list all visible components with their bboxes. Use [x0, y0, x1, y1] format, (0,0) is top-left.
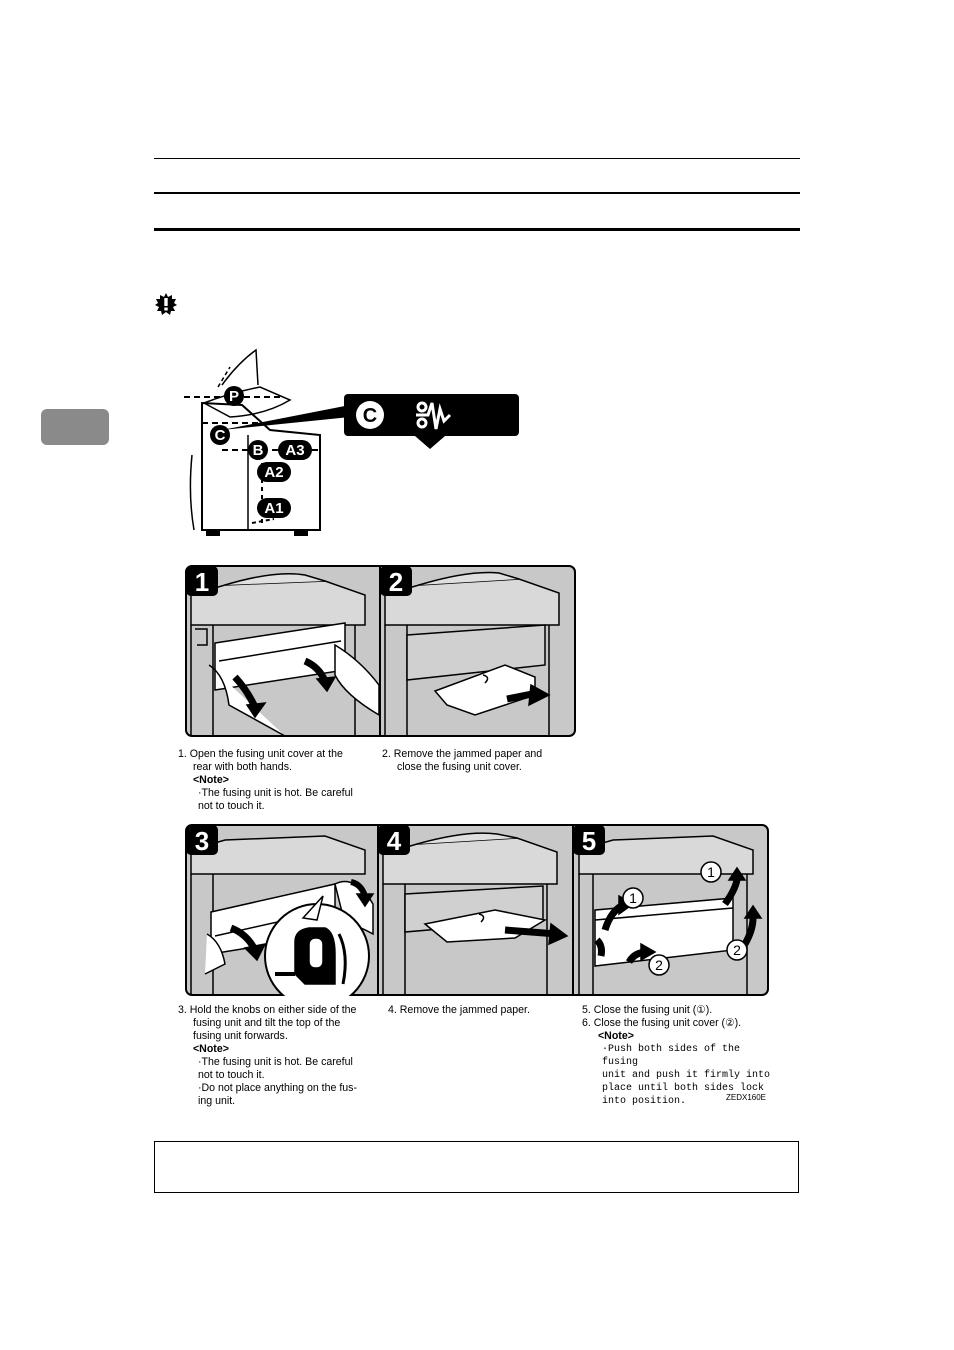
svg-text:5: 5 [582, 826, 596, 856]
caption-step-3-line: fusing unit and tilt the top of the [193, 1017, 341, 1029]
svg-text:1: 1 [629, 890, 637, 906]
caption-step-1-note-label: <Note> [193, 774, 229, 786]
location-label-p: P [224, 386, 244, 406]
caption-step-5-line: 5. Close the fusing unit (①). [582, 1004, 713, 1016]
jam-location-diagram: P C B A3 A2 A1 C [184, 348, 519, 536]
svg-text:B: B [253, 442, 264, 459]
location-label-a1: A1 [257, 498, 291, 518]
chapter-tab [41, 409, 109, 445]
step-5-drawing [578, 835, 763, 995]
caption-step-5-note: place until both sides lock [602, 1083, 765, 1094]
step-1-drawing [190, 573, 380, 737]
caption-step-5-note: unit and push it firmly into [602, 1070, 771, 1081]
header-rule-middle [154, 192, 800, 194]
caption-step-2: 2. Remove the jammed paper and close the… [382, 748, 582, 774]
caption-step-6-line: 6. Close the fusing unit cover (②). [582, 1017, 742, 1029]
header-rule-top [154, 158, 800, 159]
steps-3-5-illustration: 1 1 2 2 3 4 5 [185, 824, 769, 996]
step-5-marker-2: 2 [726, 939, 748, 961]
svg-text:2: 2 [389, 567, 403, 597]
caption-step-3: 3. Hold the knobs on either side of the … [178, 1004, 383, 1108]
caption-step-3-note-label: <Note> [193, 1043, 229, 1055]
caption-step-1-line: 1. Open the fusing unit cover at the [178, 748, 343, 760]
step-4-badge: 4 [378, 825, 410, 856]
caption-step-4: 4. Remove the jammed paper. [388, 1004, 568, 1017]
steps-1-2-illustration: 1 2 [185, 565, 576, 737]
caption-step-1-note: ·The fusing unit is hot. Be careful [198, 787, 353, 799]
caption-step-1: 1. Open the fusing unit cover at the rea… [178, 748, 378, 813]
header-rule-bottom [154, 228, 800, 231]
figure-code: ZEDX160E [726, 1093, 767, 1102]
step-2-badge: 2 [380, 566, 412, 597]
step-4-drawing [382, 832, 569, 995]
step-1-badge: 1 [186, 566, 218, 597]
svg-text:A3: A3 [285, 442, 304, 459]
step-5-marker-1: 1 [622, 887, 644, 909]
important-burst-icon [155, 293, 177, 315]
caption-step-1-note: not to touch it. [198, 800, 265, 812]
svg-text:P: P [229, 388, 239, 405]
svg-text:C: C [363, 405, 377, 427]
fusing-unit-hot-icon [416, 401, 452, 430]
location-label-a3: A3 [278, 440, 312, 460]
caption-step-5-6: 5. Close the fusing unit (①). 6. Close t… [582, 1004, 782, 1108]
step-3-badge: 3 [186, 825, 218, 856]
caption-step-5-note-label: <Note> [598, 1030, 634, 1042]
fusing-unit-callout: C [344, 394, 519, 449]
step-3-drawing [190, 835, 375, 996]
step-5-badge: 5 [573, 825, 605, 856]
reference-box [154, 1141, 799, 1193]
caption-step-2-line: close the fusing unit cover. [397, 761, 522, 773]
svg-text:2: 2 [733, 942, 741, 958]
step-5-marker-1: 1 [700, 861, 722, 883]
caption-step-3-note: ing unit. [198, 1095, 236, 1107]
caption-step-3-note: ·Do not place anything on the fus- [198, 1082, 358, 1094]
svg-text:C: C [215, 427, 226, 444]
caption-step-5-note: into position. [602, 1096, 687, 1107]
caption-step-2-line: 2. Remove the jammed paper and [382, 748, 543, 760]
caption-step-5-note: ·Push both sides of the fusing [602, 1044, 741, 1068]
caption-step-3-line: 3. Hold the knobs on either side of the [178, 1004, 357, 1016]
caption-step-3-note: ·The fusing unit is hot. Be careful [198, 1056, 353, 1068]
svg-text:A1: A1 [264, 500, 283, 517]
svg-text:1: 1 [195, 567, 209, 597]
svg-text:3: 3 [195, 826, 209, 856]
step-5-marker-2: 2 [648, 954, 670, 976]
svg-text:4: 4 [387, 826, 402, 856]
svg-text:A2: A2 [264, 464, 283, 481]
step-2-drawing [384, 571, 560, 736]
location-label-c: C [210, 425, 230, 445]
svg-text:1: 1 [707, 864, 715, 880]
caption-step-3-line: fusing unit forwards. [193, 1030, 288, 1042]
svg-text:2: 2 [655, 957, 663, 973]
location-label-a2: A2 [257, 462, 291, 482]
caption-step-4-line: 4. Remove the jammed paper. [388, 1004, 530, 1016]
caption-step-1-line: rear with both hands. [193, 761, 292, 773]
location-label-b: B [248, 440, 268, 460]
caption-step-3-note: not to touch it. [198, 1069, 265, 1081]
